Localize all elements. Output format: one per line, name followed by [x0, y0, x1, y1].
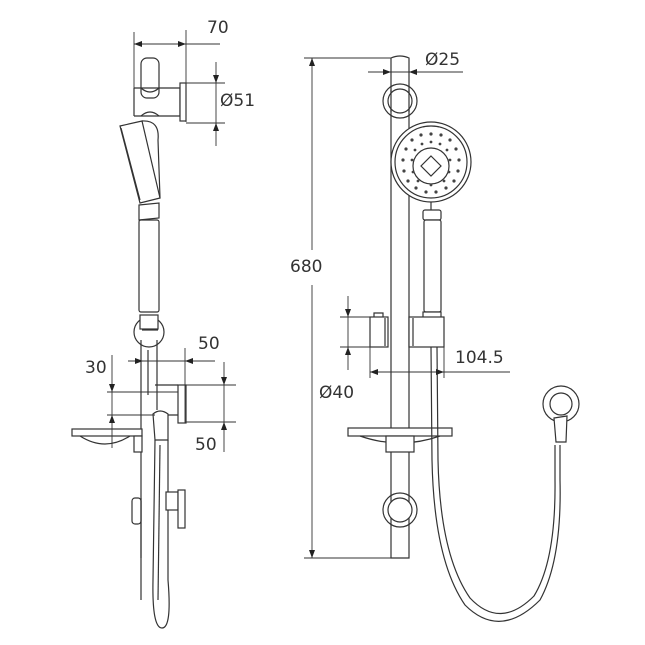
dim-label-outlet-height: 50 — [195, 435, 217, 455]
dim-label-soap-dish-height: 30 — [85, 358, 107, 378]
dim-label-bracket-diameter: Ø51 — [220, 91, 256, 111]
side-view-dimensions — [107, 30, 236, 452]
front-handle — [423, 219, 442, 313]
front-view — [347, 55, 580, 622]
spray-nozzles — [401, 132, 461, 194]
front-hose — [430, 346, 561, 622]
front-slider-holder — [408, 316, 445, 348]
side-view — [71, 57, 187, 629]
front-soap-dish — [347, 427, 453, 437]
dim-label-slider-diameter: Ø40 — [319, 383, 355, 403]
dim-label-bracket-projection: 70 — [207, 18, 229, 38]
dim-label-rail-diameter: Ø25 — [425, 50, 461, 70]
dim-label-rail-height: 680 — [290, 257, 323, 277]
front-bottom-bracket — [382, 492, 418, 528]
side-soap-dish — [71, 428, 143, 437]
front-view-dimensions — [304, 57, 510, 559]
dim-label-soap-dish-offset: 50 — [198, 334, 220, 354]
side-handle — [138, 219, 160, 313]
side-handshower-head — [119, 120, 161, 204]
front-top-bracket — [382, 83, 418, 119]
side-wall-outlet — [177, 384, 187, 424]
dim-label-slider-projection: 104.5 — [455, 348, 504, 368]
front-slider-left — [369, 316, 389, 348]
